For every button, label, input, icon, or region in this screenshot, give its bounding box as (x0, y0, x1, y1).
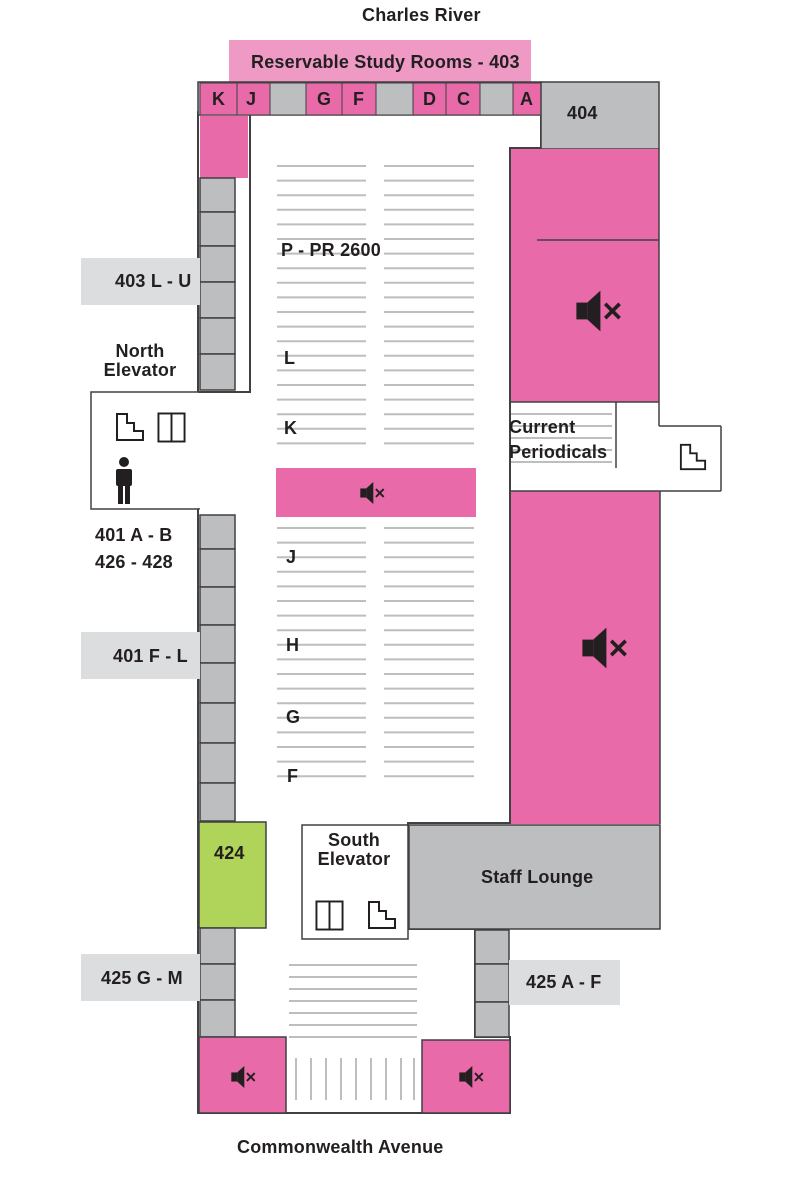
quiet-room-right-lower (511, 491, 660, 824)
restroom-person-icon (116, 457, 132, 504)
map-title-south: Commonwealth Avenue (237, 1137, 444, 1157)
stack-label-f: F (287, 766, 299, 786)
current-periodicals-area (511, 401, 722, 492)
stack-label-k: K (284, 418, 298, 438)
label-426-428: 426 - 428 (95, 552, 173, 572)
carrels-upper (199, 177, 236, 391)
stairs-icon (679, 443, 707, 471)
room-k: K (212, 89, 226, 109)
north-elevator-label: North Elevator (103, 341, 177, 380)
label-401-f-l: 401 F - L (113, 646, 188, 666)
label-box-425af (509, 960, 620, 1005)
carrels-bottom-right (474, 929, 510, 1038)
room-404-label: 404 (567, 103, 598, 123)
carrels-bottom-left (199, 927, 236, 1038)
stacks-main (277, 165, 474, 778)
room-a: A (520, 89, 534, 109)
current-periodicals-label: Current Periodicals (509, 417, 608, 462)
carrels-lower (199, 514, 236, 822)
room-f: F (353, 89, 365, 109)
map-title-north: Charles River (362, 5, 481, 25)
stack-label-g: G (286, 707, 301, 727)
quiet-room-right-top (511, 149, 659, 240)
staff-lounge-label: Staff Lounge (481, 867, 594, 887)
label-401-a-b: 401 A - B (95, 525, 173, 545)
quiet-room-right-upper (511, 240, 659, 402)
label-box-425gm (81, 954, 200, 1001)
room-424 (198, 821, 267, 929)
room-j: J (246, 89, 257, 109)
room-g: G (317, 89, 332, 109)
room-404 (540, 81, 660, 150)
room-424-label: 424 (214, 843, 245, 863)
label-425-a-f: 425 A - F (526, 972, 602, 992)
quiet-zone-strip (276, 468, 476, 517)
label-425-g-m: 425 G - M (101, 968, 183, 988)
staff-lounge (408, 824, 661, 930)
stack-label-h: H (286, 635, 300, 655)
south-elevator-label: South Elevator (317, 830, 391, 869)
entry-stripes (295, 1058, 415, 1100)
room-c: C (457, 89, 471, 109)
left-pink-room (200, 116, 248, 178)
label-403-l-u: 403 L - U (115, 271, 192, 291)
stacks-bottom (289, 964, 417, 1038)
north-elevator-box (90, 391, 200, 510)
stack-label-l: L (284, 348, 296, 368)
label-box-403 (81, 258, 200, 305)
label-box-401fl (81, 632, 200, 679)
reservable-label: Reservable Study Rooms - 403 (251, 52, 520, 72)
stack-label-j: J (286, 547, 297, 567)
stack-label-p-pr: P - PR 2600 (281, 240, 381, 260)
room-d: D (423, 89, 437, 109)
reservable-banner (229, 40, 531, 82)
reservable-room-strip (199, 82, 542, 116)
